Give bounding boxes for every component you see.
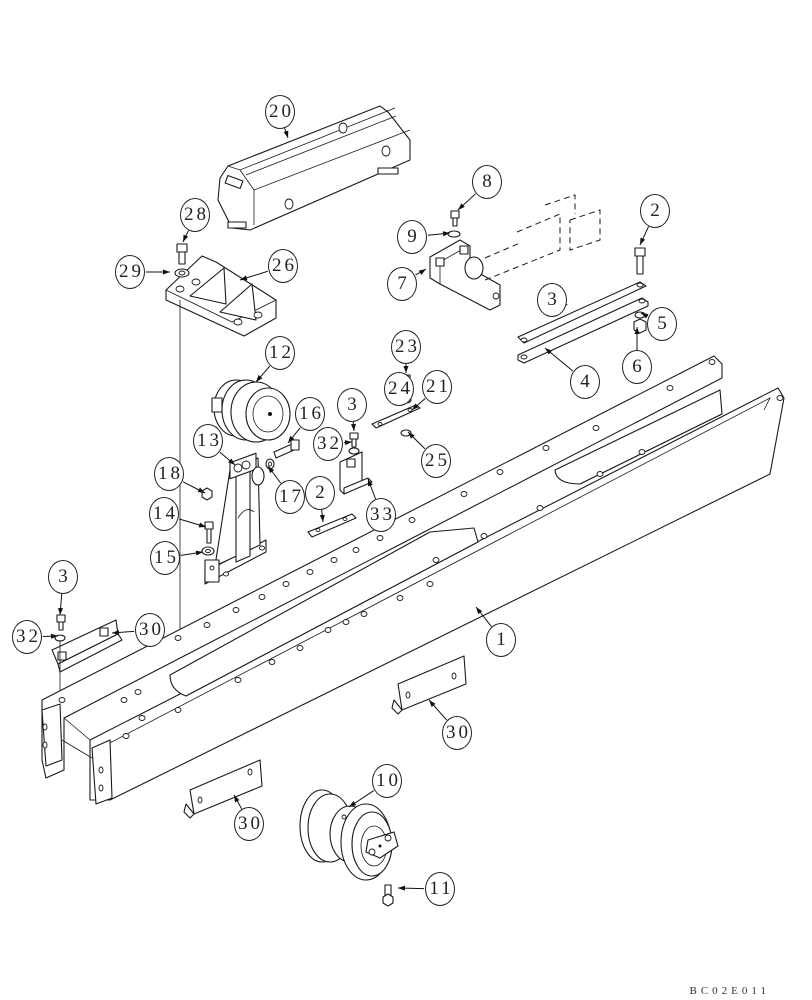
callout-7: 7	[387, 267, 417, 301]
mounting-bracket-part	[166, 256, 276, 640]
callout-23: 23	[391, 330, 421, 364]
callout-5: 5	[647, 307, 677, 341]
track-roller-part	[300, 790, 398, 906]
callout-28: 28	[180, 198, 210, 232]
callout-15: 15	[150, 541, 180, 575]
bolt-16-part	[266, 440, 299, 469]
callout-12: 12	[265, 336, 295, 370]
callout-11: 11	[425, 872, 455, 906]
carrier-roller-part	[212, 380, 290, 442]
callout-13: 13	[193, 424, 223, 458]
bracket-30-middle-part	[392, 656, 466, 714]
drawing-code: BC02E011	[689, 985, 770, 997]
callout-32: 32	[12, 620, 42, 654]
hardware-14-15-18-part	[202, 488, 214, 555]
frame-holes	[59, 360, 783, 739]
callout-30: 30	[234, 807, 264, 841]
callout-9: 9	[397, 220, 427, 254]
callout-3: 3	[537, 283, 567, 317]
bracket-30-left-part	[52, 615, 122, 690]
strap-plates-part	[518, 248, 648, 363]
callout-26: 26	[268, 249, 298, 283]
callout-24: 24	[384, 372, 414, 406]
guide-housing-part	[218, 106, 410, 230]
callout-30: 30	[135, 613, 165, 647]
callout-18: 18	[154, 457, 184, 491]
callout-2: 2	[640, 194, 670, 228]
callout-30: 30	[442, 716, 472, 750]
bolt-28-part	[175, 244, 189, 277]
callout-8: 8	[472, 165, 502, 199]
callout-10: 10	[372, 764, 402, 798]
roller-support-part	[205, 453, 266, 584]
callout-17: 17	[275, 480, 305, 514]
callout-32: 32	[313, 427, 343, 461]
bracket-30-bottom-part	[184, 760, 262, 818]
callout-16: 16	[295, 397, 325, 431]
callout-3: 3	[337, 388, 367, 422]
callout-29: 29	[115, 255, 145, 289]
callout-1: 1	[486, 623, 516, 657]
callout-2: 2	[305, 476, 335, 510]
callout-4: 4	[570, 365, 600, 399]
track-frame-part	[42, 356, 784, 804]
callout-3: 3	[48, 560, 78, 594]
callout-14: 14	[149, 497, 179, 531]
callout-21: 21	[422, 370, 452, 404]
callout-6: 6	[622, 350, 652, 384]
motor-bracket-part	[430, 195, 600, 310]
callout-20: 20	[265, 95, 295, 129]
small-plates-part	[308, 375, 420, 537]
callout-33: 33	[366, 498, 396, 532]
callout-25: 25	[421, 444, 451, 478]
callout-leader-lines	[43, 128, 649, 891]
